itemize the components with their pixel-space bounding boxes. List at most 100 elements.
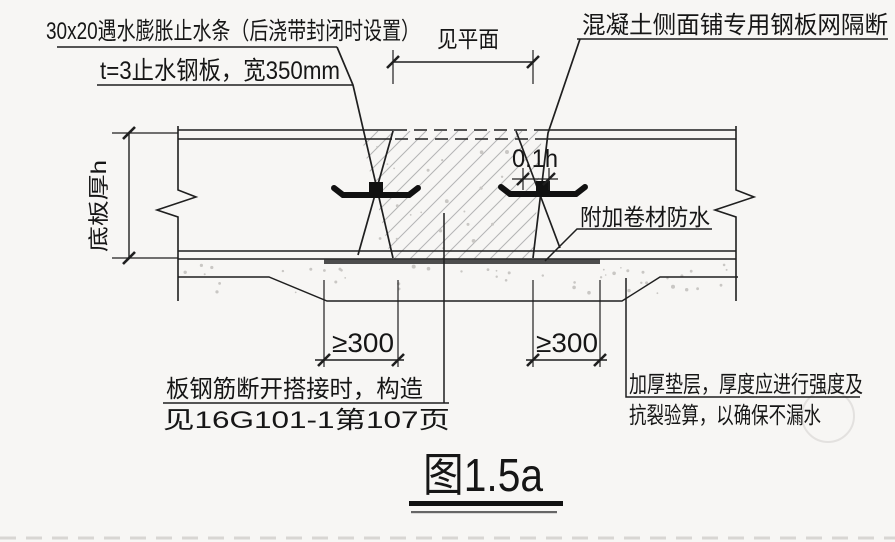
- hatch-line: [489, 131, 542, 259]
- hatch-line: [505, 131, 542, 259]
- speckle-dot: [376, 145, 378, 148]
- speckle-dot: [486, 268, 490, 271]
- dim-tick: [593, 353, 607, 367]
- speckle-dot: [460, 270, 463, 273]
- speckle-dot: [640, 281, 643, 284]
- speckle-dot: [199, 263, 203, 267]
- waterstop-left-symbol: [331, 182, 421, 198]
- speckle-dot: [466, 222, 470, 226]
- speckle-dot: [344, 277, 347, 279]
- hatch-line: [360, 131, 395, 259]
- post-cast-strip-hatching: [360, 131, 542, 259]
- speckle-dot: [685, 288, 689, 292]
- speckle-dot: [612, 271, 616, 276]
- speckle-dot: [323, 269, 326, 272]
- dim-label-slab-thickness: 底板厚h: [88, 160, 111, 252]
- note-steel-plate: t=3止水钢板，宽350mm: [100, 57, 340, 85]
- dim-label-see-plan: 见平面: [437, 26, 499, 52]
- dim-tick: [542, 172, 556, 186]
- waterstop-right-symbol: [498, 181, 588, 197]
- additional-membrane-waterproofing-band: [324, 259, 600, 264]
- speckle-dot: [541, 274, 544, 277]
- dim-label-lap-right: ≥300: [536, 328, 598, 358]
- speckle-dot: [602, 268, 605, 271]
- leader-membrane: [544, 228, 712, 262]
- speckle-dot: [507, 271, 511, 275]
- speckle-dot: [604, 274, 607, 276]
- speckle-dot: [599, 276, 603, 279]
- speckle-dot: [479, 150, 484, 154]
- speckle-dot: [294, 291, 297, 294]
- speckle-dot: [309, 267, 313, 271]
- slab-left-break-edge: [154, 126, 199, 301]
- speckle-dot: [572, 285, 576, 290]
- figure-title: 图1.5a: [423, 449, 543, 501]
- dim-slab-thickness: [112, 126, 178, 265]
- speckle-dot: [218, 282, 222, 285]
- dim-tick: [526, 353, 540, 367]
- hatch-line: [441, 131, 542, 259]
- speckle-dot: [441, 159, 444, 162]
- speckle-dot: [215, 290, 219, 294]
- hatch-line: [360, 131, 411, 259]
- note-waterstop-strip: 30x20遇水膨胀止水条（后浇带封闭时设置）: [46, 18, 420, 45]
- dim-tick: [386, 55, 400, 69]
- annotation-leaders: [57, 38, 888, 404]
- dim-tick: [526, 55, 540, 69]
- speckle-dot: [645, 281, 649, 285]
- speckle-dot: [395, 204, 399, 208]
- speckle-dot: [491, 222, 494, 226]
- dim-tick: [516, 172, 530, 186]
- speckle-dot: [620, 267, 622, 269]
- left-joint-leader-line: [336, 46, 394, 259]
- waterstop-left-wing: [498, 184, 513, 197]
- speckle-dot: [409, 214, 412, 216]
- speckle-dot: [505, 150, 509, 154]
- speckle-dot: [386, 163, 389, 166]
- dim-strip-width: [386, 50, 540, 84]
- hatch-line: [425, 131, 542, 259]
- waterstop-right-wing: [406, 185, 421, 198]
- speckle-dot: [183, 270, 187, 274]
- dim-offset-01h: [512, 168, 558, 190]
- speckle-dot: [438, 229, 443, 233]
- speckle-dot: [281, 269, 285, 273]
- right-joint-leader-line: [532, 38, 581, 259]
- waterstop-right-wing: [573, 184, 588, 197]
- swelling-strip-block: [369, 182, 383, 193]
- speckle-dot: [573, 281, 576, 284]
- swelling-strip-block: [536, 181, 550, 192]
- dim-tick: [122, 251, 136, 265]
- dim-tick: [122, 126, 136, 140]
- speckle-dot: [426, 266, 431, 271]
- note-rebar-line1: 板钢筋断开搭接时，构造: [166, 376, 423, 403]
- speckle-dot: [626, 269, 630, 273]
- dim-label-lap-left: ≥300: [332, 328, 394, 358]
- speckle-dot: [587, 290, 591, 295]
- speckle-dot: [656, 292, 659, 295]
- leader-cushion-note: [625, 278, 860, 398]
- speckle-dot: [395, 237, 399, 241]
- note-mesh-partition: 混凝土侧面铺专用钢板网隔断: [582, 12, 888, 39]
- thickened-cushion-outline: [178, 276, 738, 302]
- note-cushion-line2: 抗裂验算，以确保不漏水: [629, 402, 821, 428]
- hatch-line: [409, 131, 539, 259]
- slab-right-break-edge: [712, 126, 757, 301]
- speckle-dot: [426, 168, 430, 172]
- speckle-dot: [338, 267, 342, 271]
- speckle-dot: [203, 273, 206, 276]
- speckle-dot: [210, 265, 214, 270]
- speckle-dot: [725, 268, 728, 271]
- note-cushion-line1: 加厚垫层，厚度应进行强度及: [629, 371, 863, 397]
- speckle-dot: [444, 199, 449, 204]
- speckle-dot: [722, 263, 726, 267]
- bottom-slab-outline: [154, 126, 757, 301]
- speckle-dot: [420, 211, 423, 214]
- speckle-dot: [334, 280, 338, 284]
- speckle-dot: [411, 264, 416, 269]
- dim-label-offset-01h: 0.1h: [512, 145, 558, 173]
- speckle-dot: [378, 237, 382, 240]
- hatch-line: [393, 131, 523, 259]
